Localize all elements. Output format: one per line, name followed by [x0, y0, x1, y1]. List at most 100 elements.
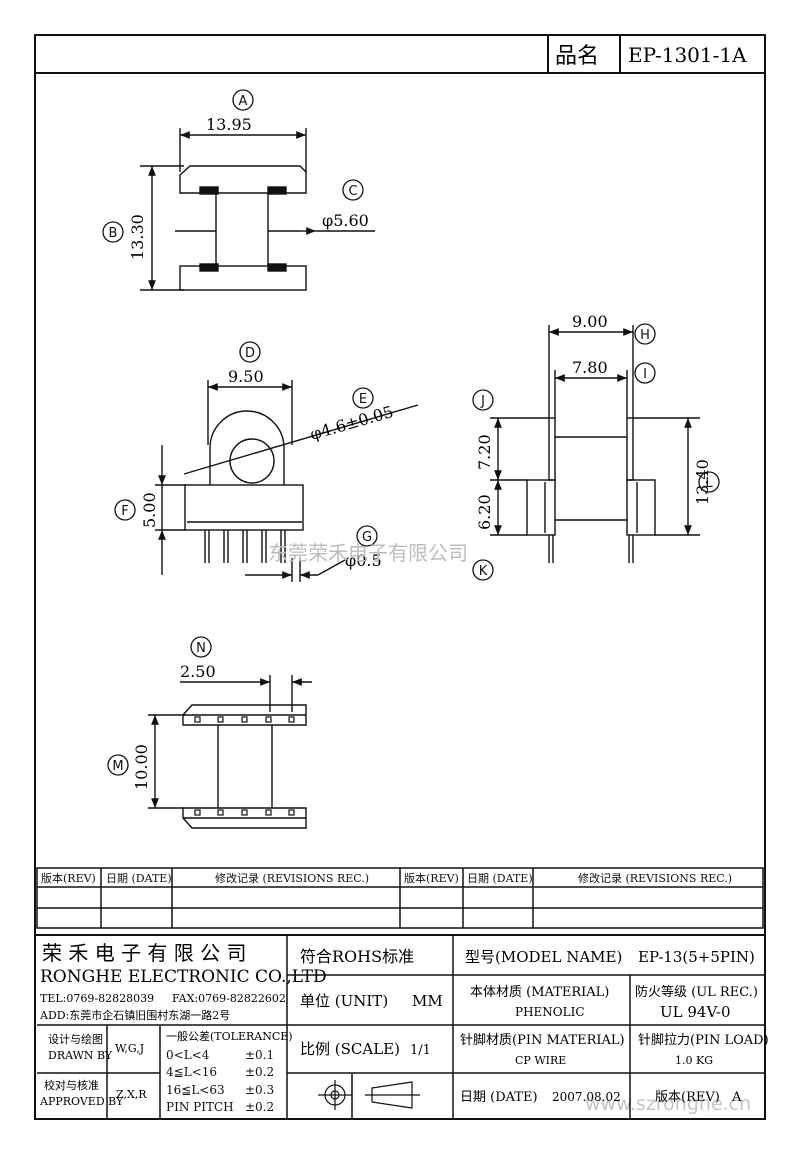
svg-text:H: H — [640, 328, 650, 343]
header-box — [35, 35, 765, 74]
callout-circles — [102, 89, 720, 776]
watermark-center: 东莞荣禾电子有限公司 — [268, 541, 468, 565]
svg-text:A: A — [239, 94, 248, 109]
callout-g — [356, 525, 378, 547]
version-value: A — [731, 1090, 742, 1105]
dim-c-value: φ5.60 — [322, 211, 369, 230]
revision-table-grid — [36, 867, 764, 929]
company-address: ADD:东莞市企石镇旧围村东湖一路2号 — [39, 1008, 230, 1022]
callout-l — [698, 471, 720, 493]
svg-text:日期 (DATE): 日期 (DATE) — [106, 872, 172, 885]
svg-text:N: N — [196, 641, 206, 656]
svg-text:±0.2: ±0.2 — [245, 1065, 274, 1079]
svg-text:±0.2: ±0.2 — [245, 1100, 274, 1114]
svg-text:D: D — [245, 346, 255, 361]
callout-n — [190, 636, 212, 658]
dim-n-value: 2.50 — [180, 662, 216, 681]
tolerance-rows: 0<L<4 ±0.1 4≦L<16 ±0.2 16≦L<63 ±0.3 PIN … — [166, 1048, 274, 1114]
dim-g-value: φ0.5 — [345, 551, 382, 570]
view-side-abc — [140, 128, 375, 291]
svg-text:0<L<4: 0<L<4 — [166, 1048, 210, 1062]
svg-text:版本(REV): 版本(REV) — [404, 871, 459, 885]
approved-by-value: Z,X,R — [116, 1088, 147, 1101]
scale-value: 1/1 — [410, 1043, 431, 1058]
dim-h-value: 9.00 — [572, 312, 608, 331]
company-name-en: RONGHE ELECTRONIC CO.,LTD — [40, 967, 327, 987]
unit-value: MM — [412, 992, 443, 1010]
drawn-by-value: W,G,J — [115, 1042, 144, 1055]
scale-label: 比例 (SCALE) — [300, 1040, 400, 1058]
revision-table-headers: 版本(REV) 日期 (DATE) 修改记录 (REVISIONS REC.) … — [41, 871, 732, 885]
dim-d-value: 9.50 — [228, 367, 264, 386]
fire-rating-value: UL 94V-0 — [660, 1003, 731, 1021]
callout-d — [239, 341, 261, 363]
pin-material-label: 针脚材质(PIN MATERIAL) — [460, 1032, 625, 1048]
dim-f-value: 5.00 — [140, 492, 159, 528]
callout-c — [342, 179, 364, 201]
svg-text:±0.1: ±0.1 — [245, 1048, 274, 1062]
svg-text:B: B — [109, 226, 118, 241]
company-name-cn: 荣 禾 电 子 有 限 公 司 — [42, 941, 247, 965]
callout-i — [634, 362, 656, 384]
svg-text:K: K — [479, 564, 488, 579]
company-tel: TEL:0769-82828039 — [40, 992, 154, 1005]
view-front-defg — [155, 380, 419, 582]
fire-rating-label: 防火等级 (UL REC.) — [635, 984, 758, 1000]
svg-text:I: I — [643, 367, 647, 382]
dim-m-value: 10.00 — [132, 744, 151, 790]
view-right-hijkl — [490, 325, 700, 563]
outer-border — [34, 34, 766, 1120]
callout-j — [472, 389, 494, 411]
callout-e — [352, 387, 374, 409]
view-bottom-mn — [148, 675, 312, 829]
svg-text:C: C — [348, 184, 357, 199]
material-value: PHENOLIC — [515, 1005, 585, 1019]
svg-text:M: M — [112, 759, 123, 774]
model-value: EP-13(5+5PIN) — [638, 948, 755, 966]
drawn-by-cn: 设计与绘图 — [48, 1032, 103, 1046]
svg-text:修改记录 (REVISIONS REC.): 修改记录 (REVISIONS REC.) — [578, 871, 732, 885]
unit-label: 单位 (UNIT) — [300, 992, 388, 1010]
approved-by-cn: 校对与核准 — [44, 1078, 99, 1092]
callout-b — [102, 221, 124, 243]
dim-k-value: 6.20 — [475, 494, 494, 530]
svg-text:修改记录 (REVISIONS REC.): 修改记录 (REVISIONS REC.) — [215, 871, 369, 885]
pin-holes — [194, 716, 295, 816]
pin-load-value: 1.0 KG — [675, 1054, 713, 1067]
callout-letters: A B C D E F G H I J K L M N — [109, 94, 714, 774]
date-label: 日期 (DATE) — [460, 1090, 538, 1105]
material-label: 本体材质 (MATERIAL) — [470, 985, 609, 1000]
rohs-label: 符合ROHS标准 — [300, 947, 414, 966]
pin-load-label: 针脚拉力(PIN LOAD) — [638, 1032, 769, 1048]
date-value: 2007.08.02 — [552, 1090, 621, 1104]
version-label: 版本(REV) — [655, 1090, 720, 1105]
approved-by-en: APPROVED BY — [39, 1095, 124, 1108]
svg-text:J: J — [480, 394, 485, 409]
model-label: 型号(MODEL NAME) — [465, 948, 622, 966]
projection-symbol-icon — [318, 1080, 420, 1110]
watermark-bottom: www.szronghe.cn — [585, 1093, 751, 1115]
company-fax: FAX:0769-82822602 — [172, 992, 286, 1005]
dim-b-value: 13.30 — [128, 214, 147, 260]
dim-i-value: 7.80 — [572, 358, 608, 377]
svg-text:F: F — [121, 504, 128, 519]
svg-text:±0.3: ±0.3 — [245, 1083, 274, 1097]
callout-h — [634, 323, 656, 345]
part-number: EP-1301-1A — [628, 43, 747, 67]
drawn-by-en: DRAWN BY — [48, 1049, 113, 1062]
callout-k — [472, 559, 494, 581]
dim-e-value: φ4.6±0.05 — [308, 402, 396, 444]
svg-text:版本(REV): 版本(REV) — [41, 871, 96, 885]
svg-text:E: E — [359, 392, 367, 407]
svg-text:4≦L<16: 4≦L<16 — [166, 1065, 217, 1079]
product-name-label: 品名 — [555, 44, 599, 69]
dim-j-value: 7.20 — [475, 434, 494, 470]
tolerance-label: 一般公差(TOLERANCE) — [166, 1029, 293, 1043]
callout-m — [107, 754, 129, 776]
callout-a — [232, 89, 254, 111]
dim-a-value: 13.95 — [206, 115, 252, 134]
svg-text:PIN PITCH: PIN PITCH — [166, 1100, 234, 1114]
title-block-grid — [35, 934, 765, 1119]
callout-f — [114, 499, 136, 521]
